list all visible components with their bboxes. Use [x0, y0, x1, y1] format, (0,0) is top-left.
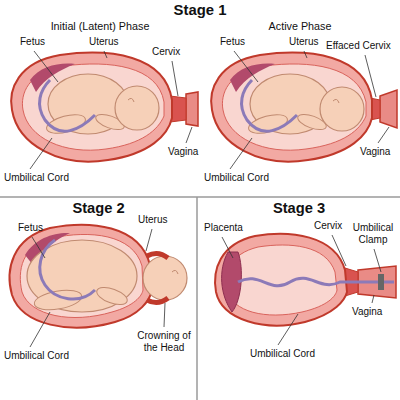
part-label: Cervix — [314, 220, 342, 232]
part-label: Vagina — [168, 146, 198, 158]
uterus-afterbirth — [215, 234, 396, 326]
part-label: Umbilical Clamp — [350, 222, 396, 246]
part-label: Uterus — [138, 214, 167, 226]
part-label: Fetus — [18, 222, 43, 234]
stage-panel: Stage 1Initial (Latent) PhaseActive Phas… — [0, 0, 400, 197]
part-label: Effaced Cervix — [326, 40, 391, 52]
part-label: Fetus — [20, 36, 45, 48]
part-label: Uterus — [89, 36, 118, 48]
part-label: Vagina — [352, 306, 382, 318]
uterus-active — [211, 53, 397, 162]
part-label: Umbilical Cord — [204, 172, 269, 184]
part-label: Cervix — [152, 46, 180, 58]
part-label: Fetus — [220, 36, 245, 48]
part-label: Placenta — [204, 222, 243, 234]
part-label: Umbilical Cord — [4, 350, 69, 362]
stage-heading: Stage 1 — [0, 0, 400, 20]
phase-heading: Active Phase — [200, 18, 400, 33]
part-label: Crowning of the Head — [133, 330, 195, 354]
part-label: Uterus — [289, 36, 318, 48]
stage-heading: Stage 3 — [198, 198, 400, 218]
part-label: Umbilical Cord — [250, 348, 315, 360]
panel-dividers — [0, 197, 400, 400]
phase-heading: Initial (Latent) Phase — [0, 18, 200, 33]
part-label: Umbilical Cord — [4, 172, 69, 184]
part-label: Vagina — [360, 146, 390, 158]
uterus-crowning — [10, 225, 187, 328]
uterus-latent — [11, 53, 198, 162]
leader-lines — [30, 51, 389, 347]
